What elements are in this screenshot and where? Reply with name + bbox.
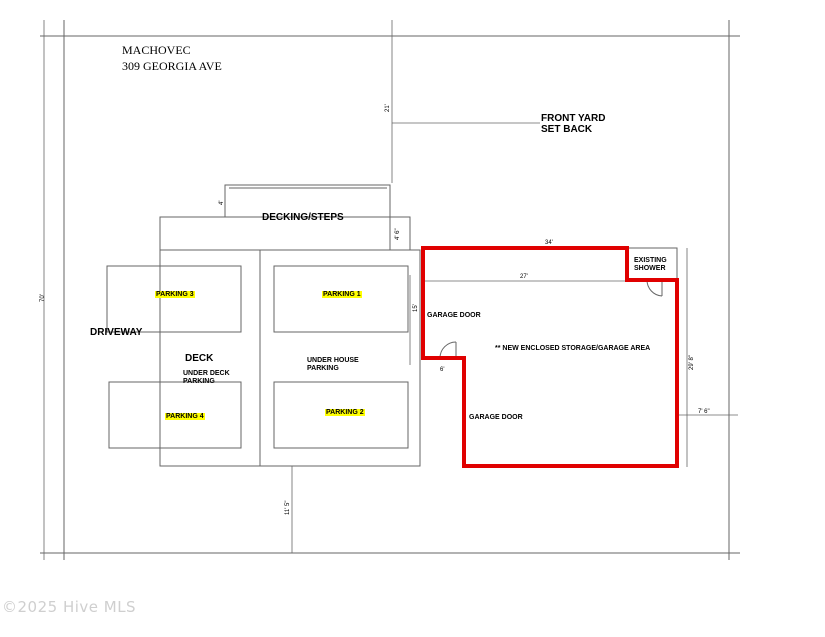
watermark: ©2025 Hive MLS bbox=[2, 598, 137, 616]
dimension-garage-height: 15' bbox=[413, 304, 419, 312]
dimension-width-top: 34' bbox=[545, 240, 553, 246]
dimension-deck-gap: 4' 6" bbox=[395, 228, 401, 240]
house-outline bbox=[159, 249, 421, 467]
dimension-deck-step: 4' bbox=[219, 200, 225, 205]
existing-shower-box bbox=[626, 247, 678, 297]
existing-shower-label-1: EXISTING bbox=[634, 257, 667, 264]
under-deck-label-1: UNDER DECK bbox=[183, 370, 230, 377]
parking-3-label: PARKING 3 bbox=[155, 291, 195, 298]
setback-dimension bbox=[391, 20, 540, 183]
under-house-label-1: UNDER HOUSE bbox=[307, 357, 359, 364]
parking-4-label: PARKING 4 bbox=[165, 413, 205, 420]
garage-door-label-upper: GARAGE DOOR bbox=[427, 312, 481, 319]
parking-2-label: PARKING 2 bbox=[325, 409, 365, 416]
new-storage-label: ** NEW ENCLOSED STORAGE/GARAGE AREA bbox=[495, 345, 651, 352]
under-deck-label-2: PARKING bbox=[183, 378, 215, 385]
existing-shower-label-2: SHOWER bbox=[634, 265, 666, 272]
garage-door-label-lower: GARAGE DOOR bbox=[469, 414, 523, 421]
dimension-bottom: 11' 5" bbox=[285, 500, 291, 515]
dimension-height-right: 29' 8" bbox=[689, 355, 695, 370]
right-dimension-lines bbox=[409, 248, 738, 467]
driveway-label: DRIVEWAY bbox=[90, 327, 143, 338]
set-back-label: SET BACK bbox=[541, 124, 593, 135]
parking-1-label: PARKING 1 bbox=[322, 291, 362, 298]
dimension-lot-depth: 70' bbox=[40, 294, 46, 302]
owner-name: MACHOVEC bbox=[122, 43, 191, 57]
parking-spaces bbox=[106, 265, 409, 449]
front-yard-label: FRONT YARD bbox=[541, 113, 606, 124]
dimension-width-inner: 27' bbox=[520, 274, 528, 280]
deck-label: DECK bbox=[185, 353, 214, 364]
under-house-label-2: PARKING bbox=[307, 365, 339, 372]
lot-boundary bbox=[40, 20, 740, 560]
new-enclosure-outline bbox=[421, 246, 679, 468]
door-swing bbox=[439, 341, 457, 359]
dimension-setback: 21' bbox=[385, 104, 391, 112]
dimension-offset: 6' bbox=[440, 367, 445, 373]
dimension-side: 7' 6" bbox=[698, 409, 710, 415]
decking-steps-label: DECKING/STEPS bbox=[262, 212, 344, 223]
owner-address: 309 GEORGIA AVE bbox=[122, 59, 222, 73]
